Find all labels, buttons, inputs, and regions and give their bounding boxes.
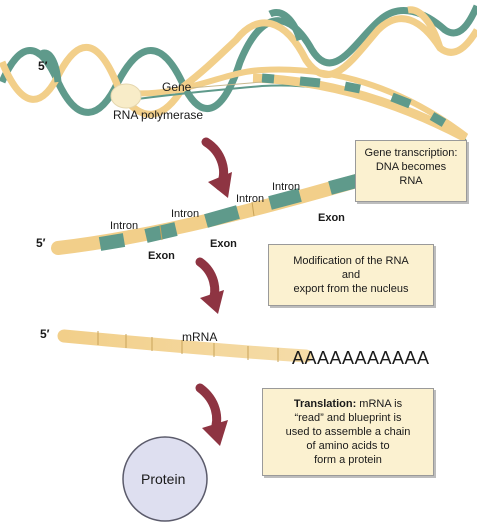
mrna-strand: [57, 329, 313, 363]
exon-segment-4: [268, 188, 302, 210]
protein-circle: [122, 436, 208, 522]
intron-label-1: Intron: [110, 220, 139, 232]
poly-a-tail-label: AAAAAAAAAAA: [292, 348, 430, 368]
exon-label-1: Exon: [148, 250, 175, 262]
nascent-rna-exon-3: [344, 81, 361, 94]
gene-transcription-line-2: DNA becomes: [375, 161, 447, 173]
gene-transcription-line-1: Gene transcription:: [364, 147, 458, 159]
mrna-label: mRNA: [182, 330, 218, 344]
intron-label-4: Intron: [272, 181, 301, 193]
exon-label-2: Exon: [210, 238, 237, 250]
rna-polymerase-blob: [110, 83, 142, 109]
nascent-rna-exon-2: [299, 76, 321, 88]
transcribed-strand: [119, 66, 469, 142]
protein-label: Protein: [141, 471, 186, 487]
pre-mrna-five-prime-label: 5′: [36, 236, 46, 250]
translation-heading: Translation:: [293, 398, 357, 410]
gene-transcription-line-3: RNA: [399, 175, 423, 187]
modification-line-3: export from the nucleus: [293, 283, 409, 295]
gene-pointer-line: [189, 81, 263, 89]
translation-line-1: Translation: mRNA is: [263, 397, 433, 411]
intron-label-3: Intron: [236, 193, 265, 205]
gene-transcription-box: Gene transcription: DNA becomes RNA: [355, 140, 467, 202]
translation-line-4: of amino acids to: [306, 440, 390, 452]
gene-label: Gene: [162, 80, 192, 94]
nascent-rna-exon-5: [429, 112, 447, 127]
rna-polymerase-label: RNA polymerase: [113, 108, 204, 122]
nascent-rna-exon-4: [390, 92, 412, 109]
modification-box: Modification of the RNA and export from …: [268, 244, 434, 306]
intron-label-2: Intron: [171, 208, 200, 220]
modification-line-2: and: [341, 269, 361, 281]
mrna-codon-ticks: [97, 331, 279, 362]
exon-label-3: Exon: [318, 212, 345, 224]
curved-arrow-icon-3: [195, 383, 228, 446]
exon-segment-3: [204, 205, 240, 228]
translation-line-1-text: mRNA is: [356, 398, 403, 410]
translation-box: Translation: mRNA is “read” and blueprin…: [262, 388, 434, 476]
pre-mrna-strand: [51, 173, 367, 255]
exon-segment-1: [98, 233, 126, 251]
translation-line-3: used to assemble a chain: [285, 426, 411, 438]
dna-five-prime-label: 5′: [38, 59, 48, 73]
curved-arrow-icon-2: [195, 257, 224, 314]
translation-line-2: “read” and blueprint is: [294, 412, 402, 424]
dna-strand-yellow: [0, 15, 477, 118]
nascent-rna-exon-1: [261, 73, 275, 84]
modification-line-1: Modification of the RNA: [293, 255, 409, 267]
curved-arrow-icon-1: [201, 137, 232, 198]
translation-line-5: form a protein: [314, 454, 382, 466]
mrna-five-prime-label: 5′: [40, 327, 50, 341]
